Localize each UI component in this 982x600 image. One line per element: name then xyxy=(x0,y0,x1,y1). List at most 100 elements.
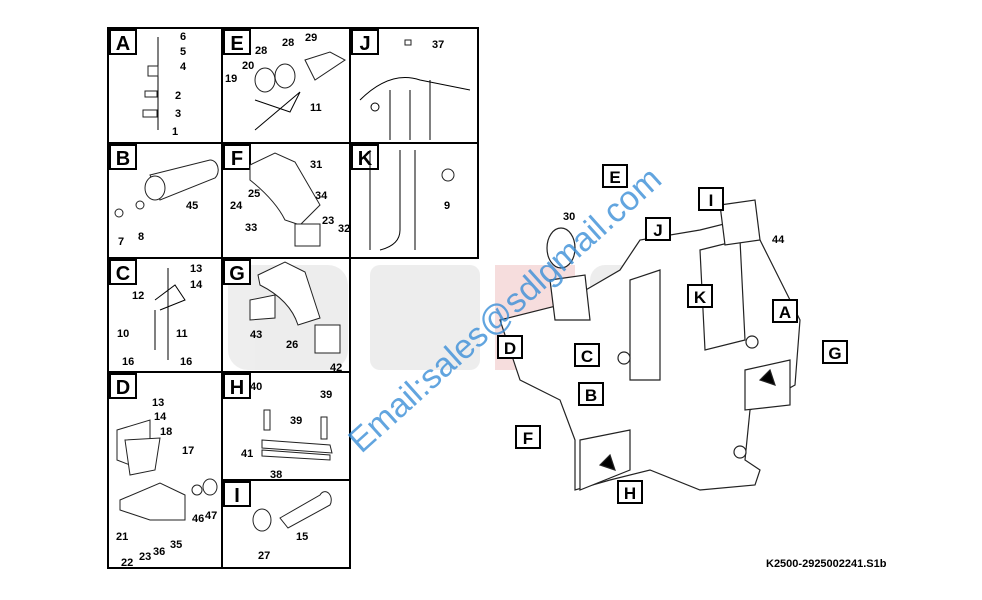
panel-h-parts xyxy=(261,409,333,461)
panel-label-F: F xyxy=(223,144,251,170)
panel-b-parts xyxy=(114,159,219,218)
panel-j-parts xyxy=(359,39,471,140)
callout-B[interactable]: B xyxy=(578,382,604,406)
part-number: 20 xyxy=(242,60,254,72)
callout-E[interactable]: E xyxy=(602,164,628,188)
panel-label-G: G xyxy=(223,259,251,285)
part-number: 13 xyxy=(152,397,164,409)
part-number: 16 xyxy=(180,356,192,368)
part-number: 41 xyxy=(241,448,253,460)
panel-label-E: E xyxy=(223,29,251,55)
part-number: 38 xyxy=(270,469,282,481)
panel-label-J: J xyxy=(351,29,379,55)
part-number: 26 xyxy=(286,339,298,351)
svg-text:H: H xyxy=(624,484,636,503)
callout-D[interactable]: D xyxy=(497,335,523,359)
part-number-44: 44 xyxy=(772,234,785,246)
panel-label-B: B xyxy=(109,144,137,170)
svg-text:D: D xyxy=(504,339,516,358)
part-number: 21 xyxy=(116,531,128,543)
svg-text:K: K xyxy=(358,148,373,170)
part-number: 24 xyxy=(230,200,243,212)
panel-d-parts xyxy=(116,419,218,521)
svg-text:G: G xyxy=(229,263,245,285)
part-number: 14 xyxy=(154,411,167,423)
part-number: 43 xyxy=(250,329,262,341)
panel-a-parts xyxy=(142,37,159,130)
svg-text:B: B xyxy=(585,386,597,405)
svg-text:J: J xyxy=(359,33,370,55)
panel-grid xyxy=(107,27,479,569)
part-number: 2 xyxy=(175,90,181,102)
part-number: 28 xyxy=(255,45,267,57)
drawing-code: K2500-2925002241.S1b xyxy=(766,558,887,570)
svg-text:K: K xyxy=(694,288,707,307)
panel-label-A: A xyxy=(109,29,137,55)
part-number-30: 30 xyxy=(563,211,575,223)
part-number: 22 xyxy=(121,557,133,569)
part-number: 47 xyxy=(205,510,217,522)
part-number: 12 xyxy=(132,290,144,302)
part-number: 31 xyxy=(310,159,322,171)
part-number: 40 xyxy=(250,381,262,393)
part-number: 18 xyxy=(160,426,172,438)
panel-i-parts xyxy=(252,491,332,532)
callout-K[interactable]: K xyxy=(687,284,713,308)
loader-frame-drawing xyxy=(499,199,801,491)
callout-A[interactable]: A xyxy=(772,299,798,323)
svg-text:B: B xyxy=(116,148,130,170)
panel-label-I: I xyxy=(223,481,251,507)
part-number: 28 xyxy=(282,37,294,49)
svg-text:F: F xyxy=(231,148,243,170)
svg-text:E: E xyxy=(230,33,243,55)
svg-text:A: A xyxy=(779,303,791,322)
part-number: 36 xyxy=(153,546,165,558)
svg-text:C: C xyxy=(581,347,593,366)
svg-text:D: D xyxy=(116,377,130,399)
svg-text:F: F xyxy=(523,429,533,448)
callout-J[interactable]: J xyxy=(645,217,671,241)
part-number: 25 xyxy=(248,188,260,200)
callout-G[interactable]: G xyxy=(822,340,848,364)
part-number: 27 xyxy=(258,550,270,562)
panel-label-D: D xyxy=(109,373,137,399)
part-number: 29 xyxy=(305,32,317,44)
part-number: 5 xyxy=(180,46,186,58)
part-number: 33 xyxy=(245,222,257,234)
part-number: 11 xyxy=(176,328,188,340)
part-number: 9 xyxy=(444,200,450,212)
callout-C[interactable]: C xyxy=(574,343,600,367)
panel-g-parts xyxy=(249,261,341,354)
svg-text:J: J xyxy=(653,221,662,240)
part-number: 8 xyxy=(138,231,144,243)
panel-k-parts xyxy=(369,150,455,251)
part-number: 1 xyxy=(172,126,178,138)
panel-label-C: C xyxy=(109,259,137,285)
part-number: 34 xyxy=(315,190,328,202)
part-number: 39 xyxy=(290,415,302,427)
part-number: 42 xyxy=(330,362,342,374)
part-number: 14 xyxy=(190,279,203,291)
part-number: 23 xyxy=(322,215,334,227)
callout-H[interactable]: H xyxy=(617,480,643,504)
part-number: 13 xyxy=(190,263,202,275)
svg-text:C: C xyxy=(116,263,130,285)
part-number: 23 xyxy=(139,551,151,563)
svg-text:I: I xyxy=(234,485,240,507)
part-number: 39 xyxy=(320,389,332,401)
part-number: 4 xyxy=(180,61,187,73)
part-number: 46 xyxy=(192,513,204,525)
svg-text:H: H xyxy=(230,377,244,399)
panel-c-parts xyxy=(154,268,186,360)
part-number: 45 xyxy=(186,200,198,212)
panel-f-parts xyxy=(249,152,321,247)
svg-text:A: A xyxy=(116,33,130,55)
part-number: 3 xyxy=(175,108,181,120)
callout-I[interactable]: I xyxy=(698,187,724,211)
part-number: 11 xyxy=(310,102,322,114)
callout-F[interactable]: F xyxy=(515,425,541,449)
part-number: 15 xyxy=(296,531,308,543)
part-number: 37 xyxy=(432,39,444,51)
